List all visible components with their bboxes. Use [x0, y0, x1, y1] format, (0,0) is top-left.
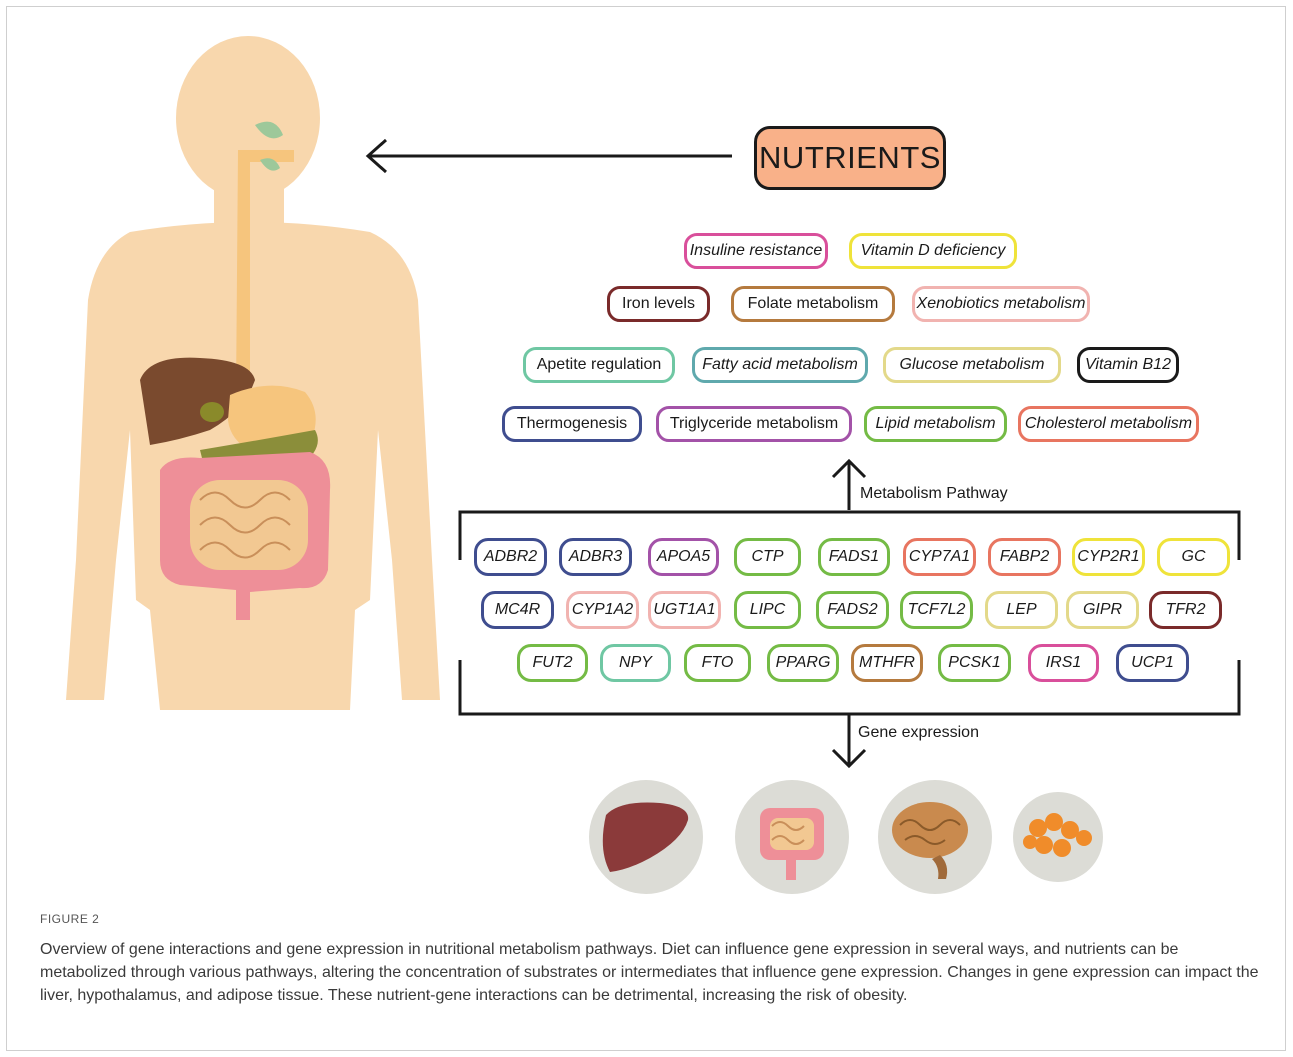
gene-pill: UCP1	[1116, 644, 1189, 682]
condition-pill: Triglyceride metabolism	[656, 406, 852, 442]
gene-pill: FADS2	[816, 591, 889, 629]
gene-pill: FABP2	[988, 538, 1061, 576]
gene-pill: PPARG	[767, 644, 839, 682]
gene-pill: GC	[1157, 538, 1230, 576]
condition-pill: Folate metabolism	[731, 286, 895, 322]
gene-pill: APOA5	[648, 538, 719, 576]
figure-caption: Overview of gene interactions and gene e…	[40, 938, 1260, 1007]
gene-pill: ADBR3	[559, 538, 632, 576]
adipose-organ-icon	[1013, 792, 1103, 882]
metabolism-pathway-label: Metabolism Pathway	[860, 485, 1008, 503]
condition-pill: Xenobiotics metabolism	[912, 286, 1090, 322]
nutrients-to-body-arrow	[368, 140, 732, 172]
intestine-organ-icon	[735, 780, 849, 894]
figure-label: FIGURE 2	[40, 912, 99, 926]
condition-pill: Lipid metabolism	[864, 406, 1007, 442]
gene-pill: MTHFR	[851, 644, 923, 682]
condition-pill: Vitamin B12	[1077, 347, 1179, 383]
gene-pill: NPY	[600, 644, 671, 682]
gene-pill: ADBR2	[474, 538, 547, 576]
gene-pill: FADS1	[818, 538, 890, 576]
condition-pill: Thermogenesis	[502, 406, 642, 442]
gene-pill: GIPR	[1066, 591, 1139, 629]
gene-pill: PCSK1	[938, 644, 1011, 682]
gene-expression-label: Gene expression	[858, 724, 979, 742]
condition-pill: Glucose metabolism	[883, 347, 1061, 383]
gene-pill: FUT2	[517, 644, 588, 682]
condition-pill: Vitamin D deficiency	[849, 233, 1017, 269]
gene-pill: UGT1A1	[648, 591, 721, 629]
gene-pill: IRS1	[1028, 644, 1099, 682]
gene-pill: LEP	[985, 591, 1058, 629]
liver-organ-icon	[589, 780, 703, 894]
nutrients-box: NUTRIENTS	[754, 126, 946, 190]
gene-pill: FTO	[684, 644, 751, 682]
brain-organ-icon	[878, 780, 992, 894]
condition-pill: Insuline resistance	[684, 233, 828, 269]
gene-pill: MC4R	[481, 591, 554, 629]
gene-pill: TCF7L2	[900, 591, 973, 629]
gene-pill: CTP	[734, 538, 801, 576]
human-body-illustration	[66, 36, 440, 710]
gene-pill: LIPC	[734, 591, 801, 629]
condition-pill: Cholesterol metabolism	[1018, 406, 1199, 442]
condition-pill: Apetite regulation	[523, 347, 675, 383]
gene-pill: CYP2R1	[1072, 538, 1145, 576]
condition-pill: Fatty acid metabolism	[692, 347, 868, 383]
gene-pill: CYP1A2	[566, 591, 639, 629]
condition-pill: Iron levels	[607, 286, 710, 322]
gene-pill: TFR2	[1149, 591, 1222, 629]
gene-pill: CYP7A1	[903, 538, 976, 576]
